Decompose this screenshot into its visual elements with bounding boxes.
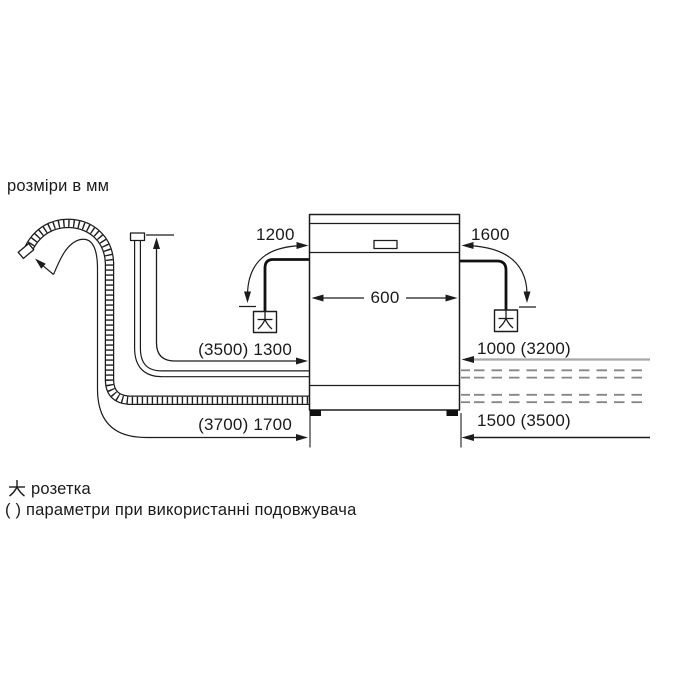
- dimension-label-1600: 1600: [471, 225, 510, 244]
- power-socket-icon-left: [252, 310, 278, 334]
- legend-socket-label: розетка: [31, 480, 91, 498]
- dimension-3500-1300: [146, 234, 308, 365]
- dimension-label-3500-1300: (3500) 1300: [198, 340, 292, 359]
- legend-parentheses-note: ( ) параметри при використанні подовжува…: [5, 501, 357, 519]
- power-socket-icon-right: [493, 309, 519, 333]
- dimension-600: [311, 294, 458, 302]
- water-supply-hose: [129, 232, 310, 378]
- dimension-label-1200: 1200: [256, 225, 295, 244]
- dimension-label-3700-1700: (3700) 1700: [198, 415, 292, 434]
- tap-fitting: [129, 232, 146, 242]
- extension-lines: [309, 413, 462, 448]
- dishwasher-outline: [308, 213, 461, 416]
- page-title: розміри в мм: [7, 177, 110, 195]
- dimension-1000-3200: [461, 356, 650, 363]
- power-socket-icon-legend: [9, 480, 25, 497]
- dimension-1500-3500: [461, 434, 650, 441]
- foot-right: [446, 410, 458, 416]
- drain-hose: [17, 218, 310, 406]
- power-cord-left: [263, 258, 309, 311]
- drain-hose-end-cap: [17, 242, 35, 260]
- power-cord-right: [460, 259, 508, 310]
- hose-extension-dashed-lines: [461, 369, 648, 404]
- dimension-label-600: 600: [370, 288, 400, 307]
- dimension-1200: [239, 242, 309, 308]
- control-panel-handle: [373, 239, 398, 250]
- dimension-3700-1700: [52, 238, 308, 441]
- dimension-label-1500-3500: 1500 (3500): [477, 411, 571, 430]
- foot-left: [309, 410, 321, 416]
- dimension-1600: [461, 242, 536, 308]
- dimension-label-1000-3200: 1000 (3200): [477, 339, 571, 358]
- drain-direction-arrow: [35, 258, 54, 275]
